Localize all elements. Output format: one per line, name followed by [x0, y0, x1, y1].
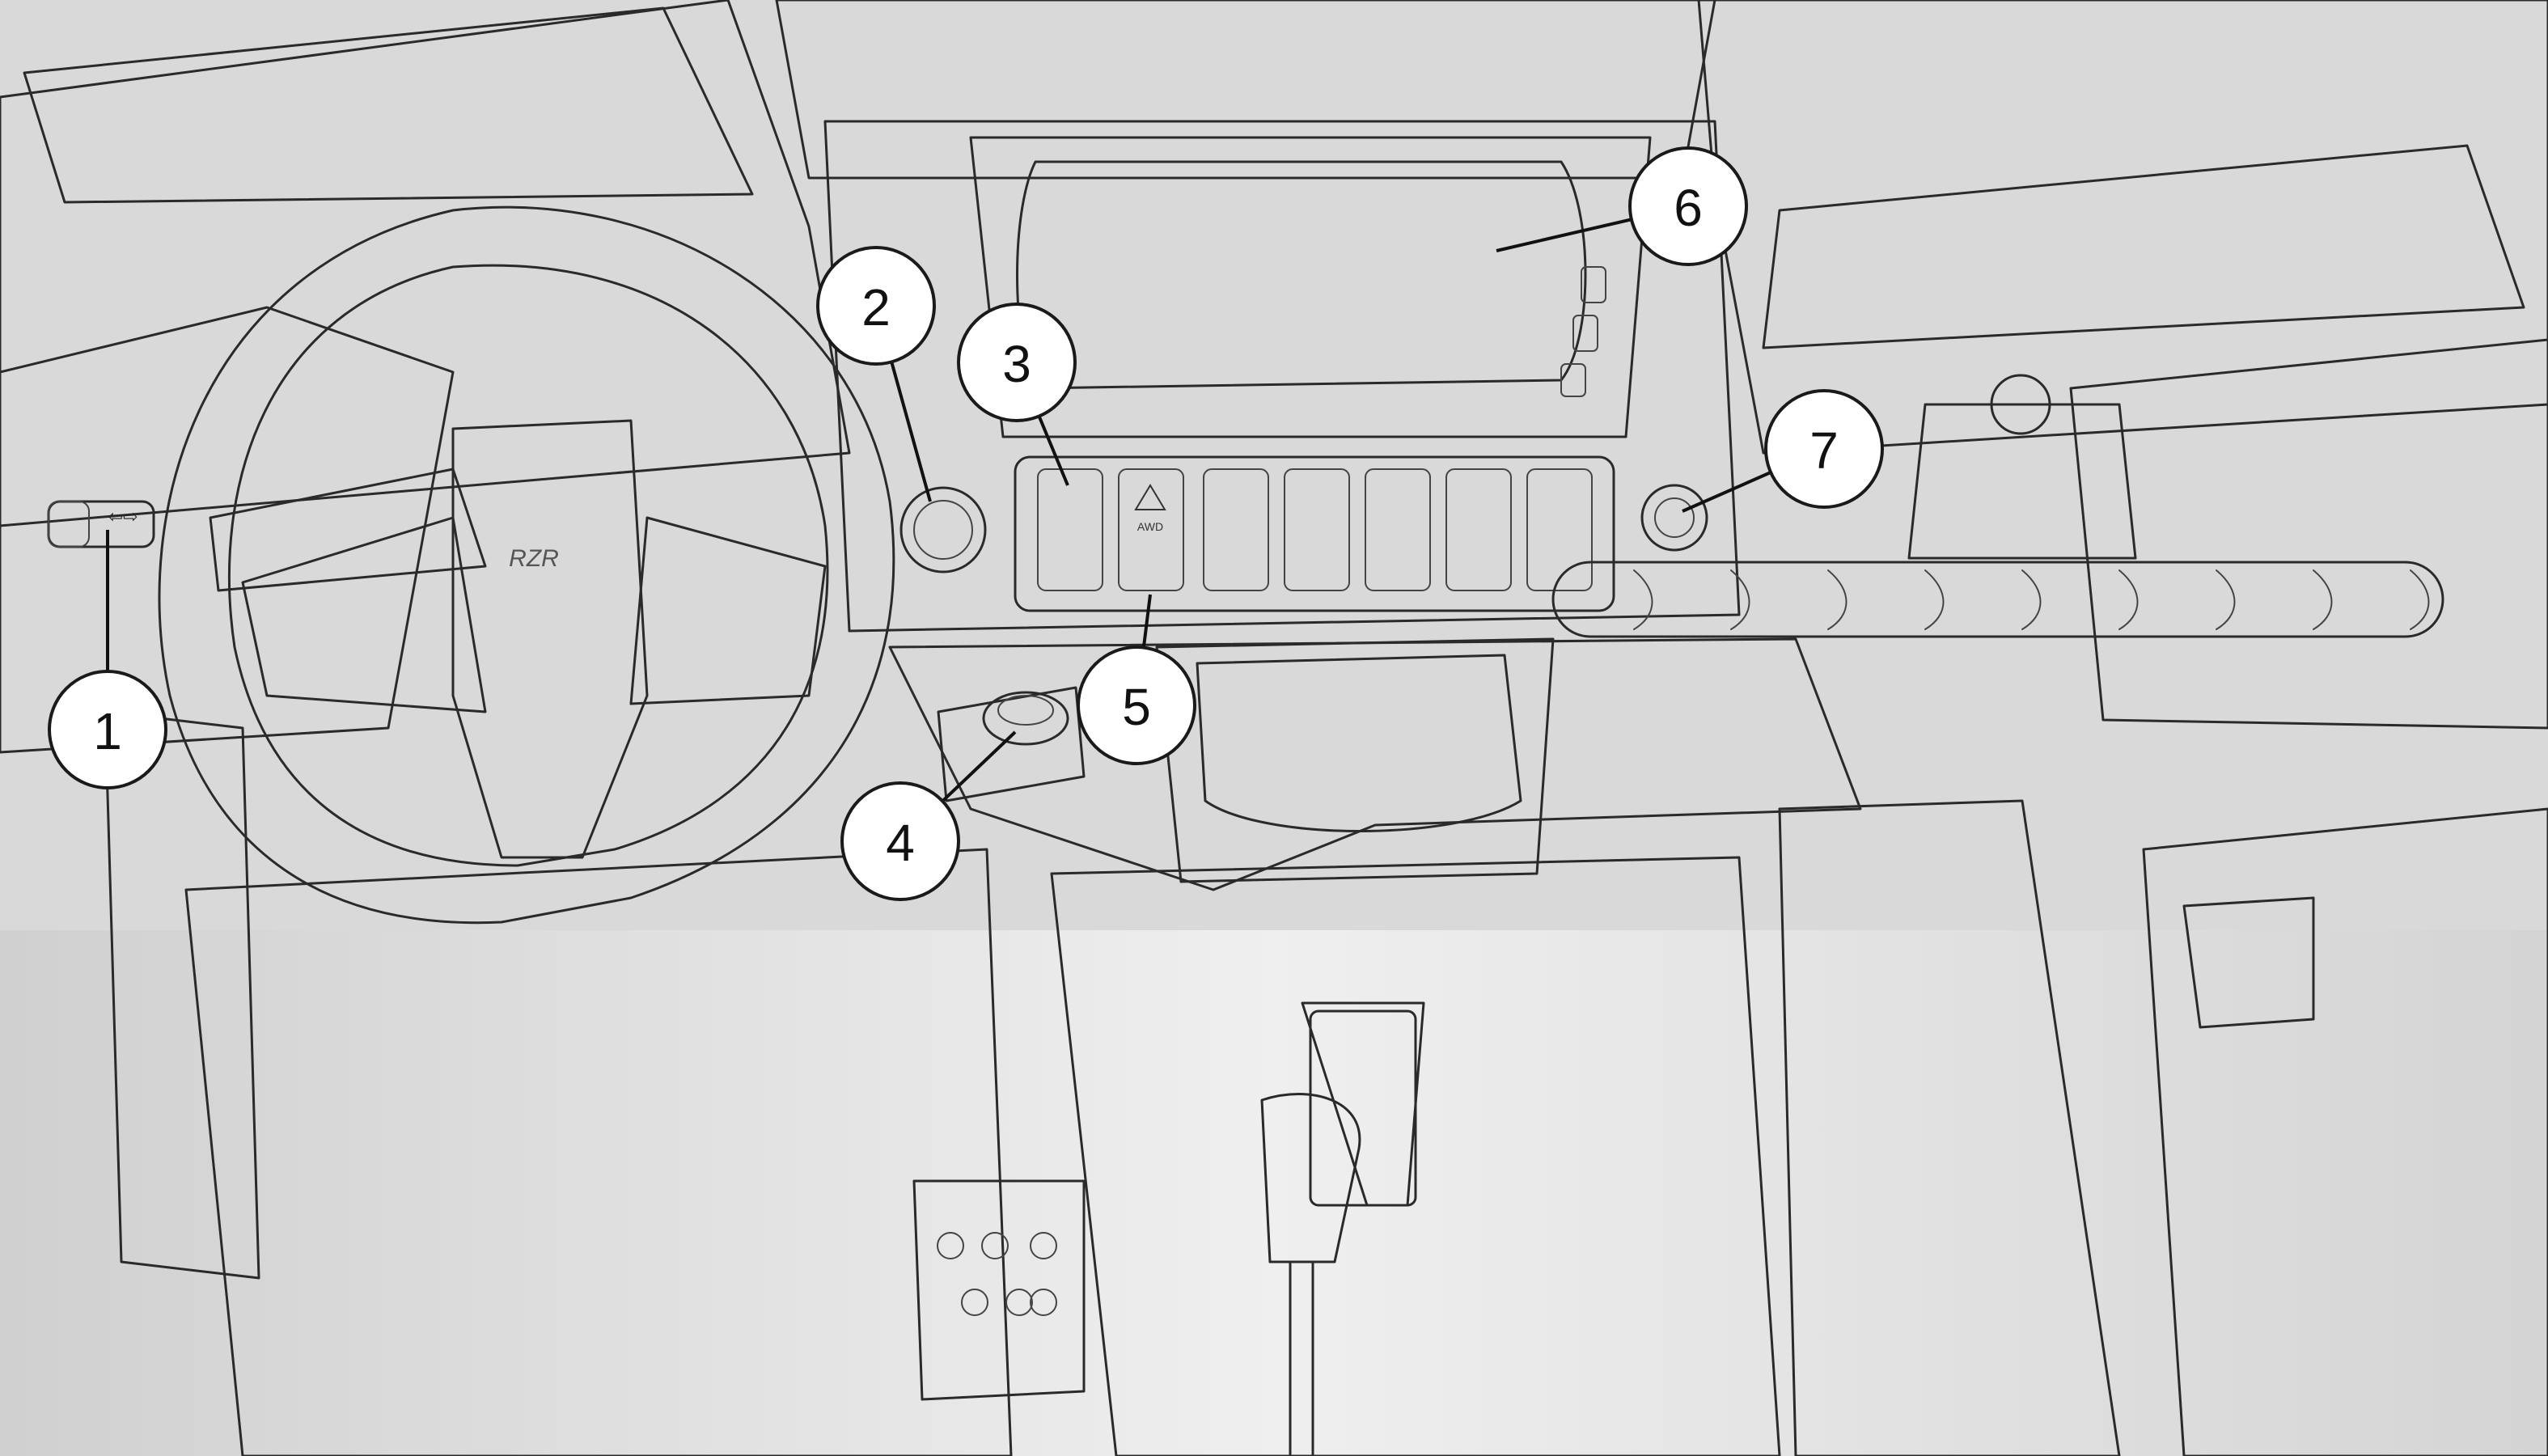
grip-ridge: [1924, 569, 1945, 630]
brake-pedal: [912, 1179, 1086, 1401]
rocker-switch: [1284, 468, 1350, 591]
grip-ridge: [2216, 569, 2236, 630]
stalk-arrow-icon: ⇦⇨: [108, 507, 138, 527]
rocker-switch: [1365, 468, 1431, 591]
brake-pedal-holes: [937, 1232, 1057, 1316]
glovebox-lid-right: [1762, 144, 2525, 349]
callout-circle: [840, 781, 960, 901]
center-floor: [1050, 856, 1781, 1456]
rocker-switch: [1037, 468, 1103, 591]
pedal-tread: [1309, 1009, 1417, 1207]
rocker-switch: [1203, 468, 1269, 591]
callout-circle: [1077, 645, 1196, 765]
cluster-button: [1581, 266, 1606, 303]
callout-number: 4: [886, 814, 915, 872]
pedal-hole: [1005, 1289, 1033, 1316]
callout-number: 5: [1122, 678, 1151, 736]
callout-circle: [957, 303, 1077, 422]
pedal-hole: [1030, 1289, 1057, 1316]
rocker-switch: [1445, 468, 1512, 591]
callout-7: 7: [1764, 389, 1884, 509]
grip-ridge: [1827, 569, 1848, 630]
grip-ridge: [1730, 569, 1750, 630]
glovebox-lid-left: [23, 6, 754, 204]
wheel-hub: [451, 419, 649, 859]
callout-2: 2: [816, 246, 936, 366]
left-footwell: [184, 848, 1013, 1456]
grip-ridge: [2021, 569, 2042, 630]
switch-bank: [1014, 455, 1615, 612]
callout-circle: [1628, 146, 1748, 266]
callout-number: 1: [93, 702, 122, 760]
grip-ridge: [2410, 569, 2430, 630]
right-grille: [2069, 338, 2548, 730]
callout-number: 2: [861, 278, 891, 336]
center-cubby: [1196, 654, 1522, 832]
rocker-switch: [1526, 468, 1593, 591]
ignition-switch: [982, 691, 1069, 746]
callout-5: 5: [1077, 645, 1196, 765]
right-footwell: [2142, 807, 2548, 1456]
callout-number: 6: [1674, 179, 1703, 237]
hazard-icon: [1134, 484, 1166, 510]
console-surround: [1155, 637, 1555, 883]
callout-circle: [48, 670, 167, 789]
steering-wheel: [158, 205, 895, 925]
switch-label: AWD: [1137, 520, 1163, 533]
callout-1: 1: [48, 670, 167, 789]
rocker-switches: [1037, 468, 1593, 591]
callout-4: 4: [840, 781, 960, 901]
grip-ridge: [2313, 569, 2333, 630]
callouts: 1 2 3 4 5 6 7: [48, 146, 1884, 901]
shift-lever: [1260, 1093, 1361, 1263]
callout-6: 6: [1628, 146, 1748, 266]
dash-knob: [899, 486, 987, 574]
cluster-button: [1560, 363, 1586, 397]
grip-ridge: [1633, 569, 1653, 630]
passenger-grab-bar: [1551, 561, 2444, 638]
grab-bar-grips: [1633, 569, 2430, 630]
floor: [0, 930, 2548, 1456]
callout-circle: [816, 246, 936, 366]
steering-column: [209, 468, 487, 592]
right-seat-bracket: [2182, 896, 2315, 1029]
pedal-hole: [961, 1289, 988, 1316]
rocker-switch: [1118, 468, 1184, 591]
callout-number: 7: [1809, 421, 1839, 480]
left-seat-panel: [104, 710, 260, 1280]
lower-dash: [888, 637, 1862, 891]
callout-3: 3: [957, 303, 1077, 422]
cluster-button: [1572, 315, 1598, 352]
wheel-badge: RZR: [509, 545, 559, 572]
grip-ridge: [2118, 569, 2139, 630]
pedal-hole: [937, 1232, 964, 1259]
grab-bar-mount: [1907, 403, 2137, 560]
center-tunnel: [1778, 799, 2121, 1456]
wheel-spoke-left: [241, 516, 487, 713]
center-dash: [823, 120, 1741, 633]
left-grille: [0, 306, 455, 754]
callout-circle: [1764, 389, 1884, 509]
callout-number: 3: [1002, 335, 1031, 393]
wheel-spoke-right: [629, 516, 827, 705]
pedal-hole: [1030, 1232, 1057, 1259]
shift-shaft: [1289, 1260, 1314, 1456]
pedal-hole: [981, 1232, 1009, 1259]
power-port: [1640, 484, 1708, 552]
